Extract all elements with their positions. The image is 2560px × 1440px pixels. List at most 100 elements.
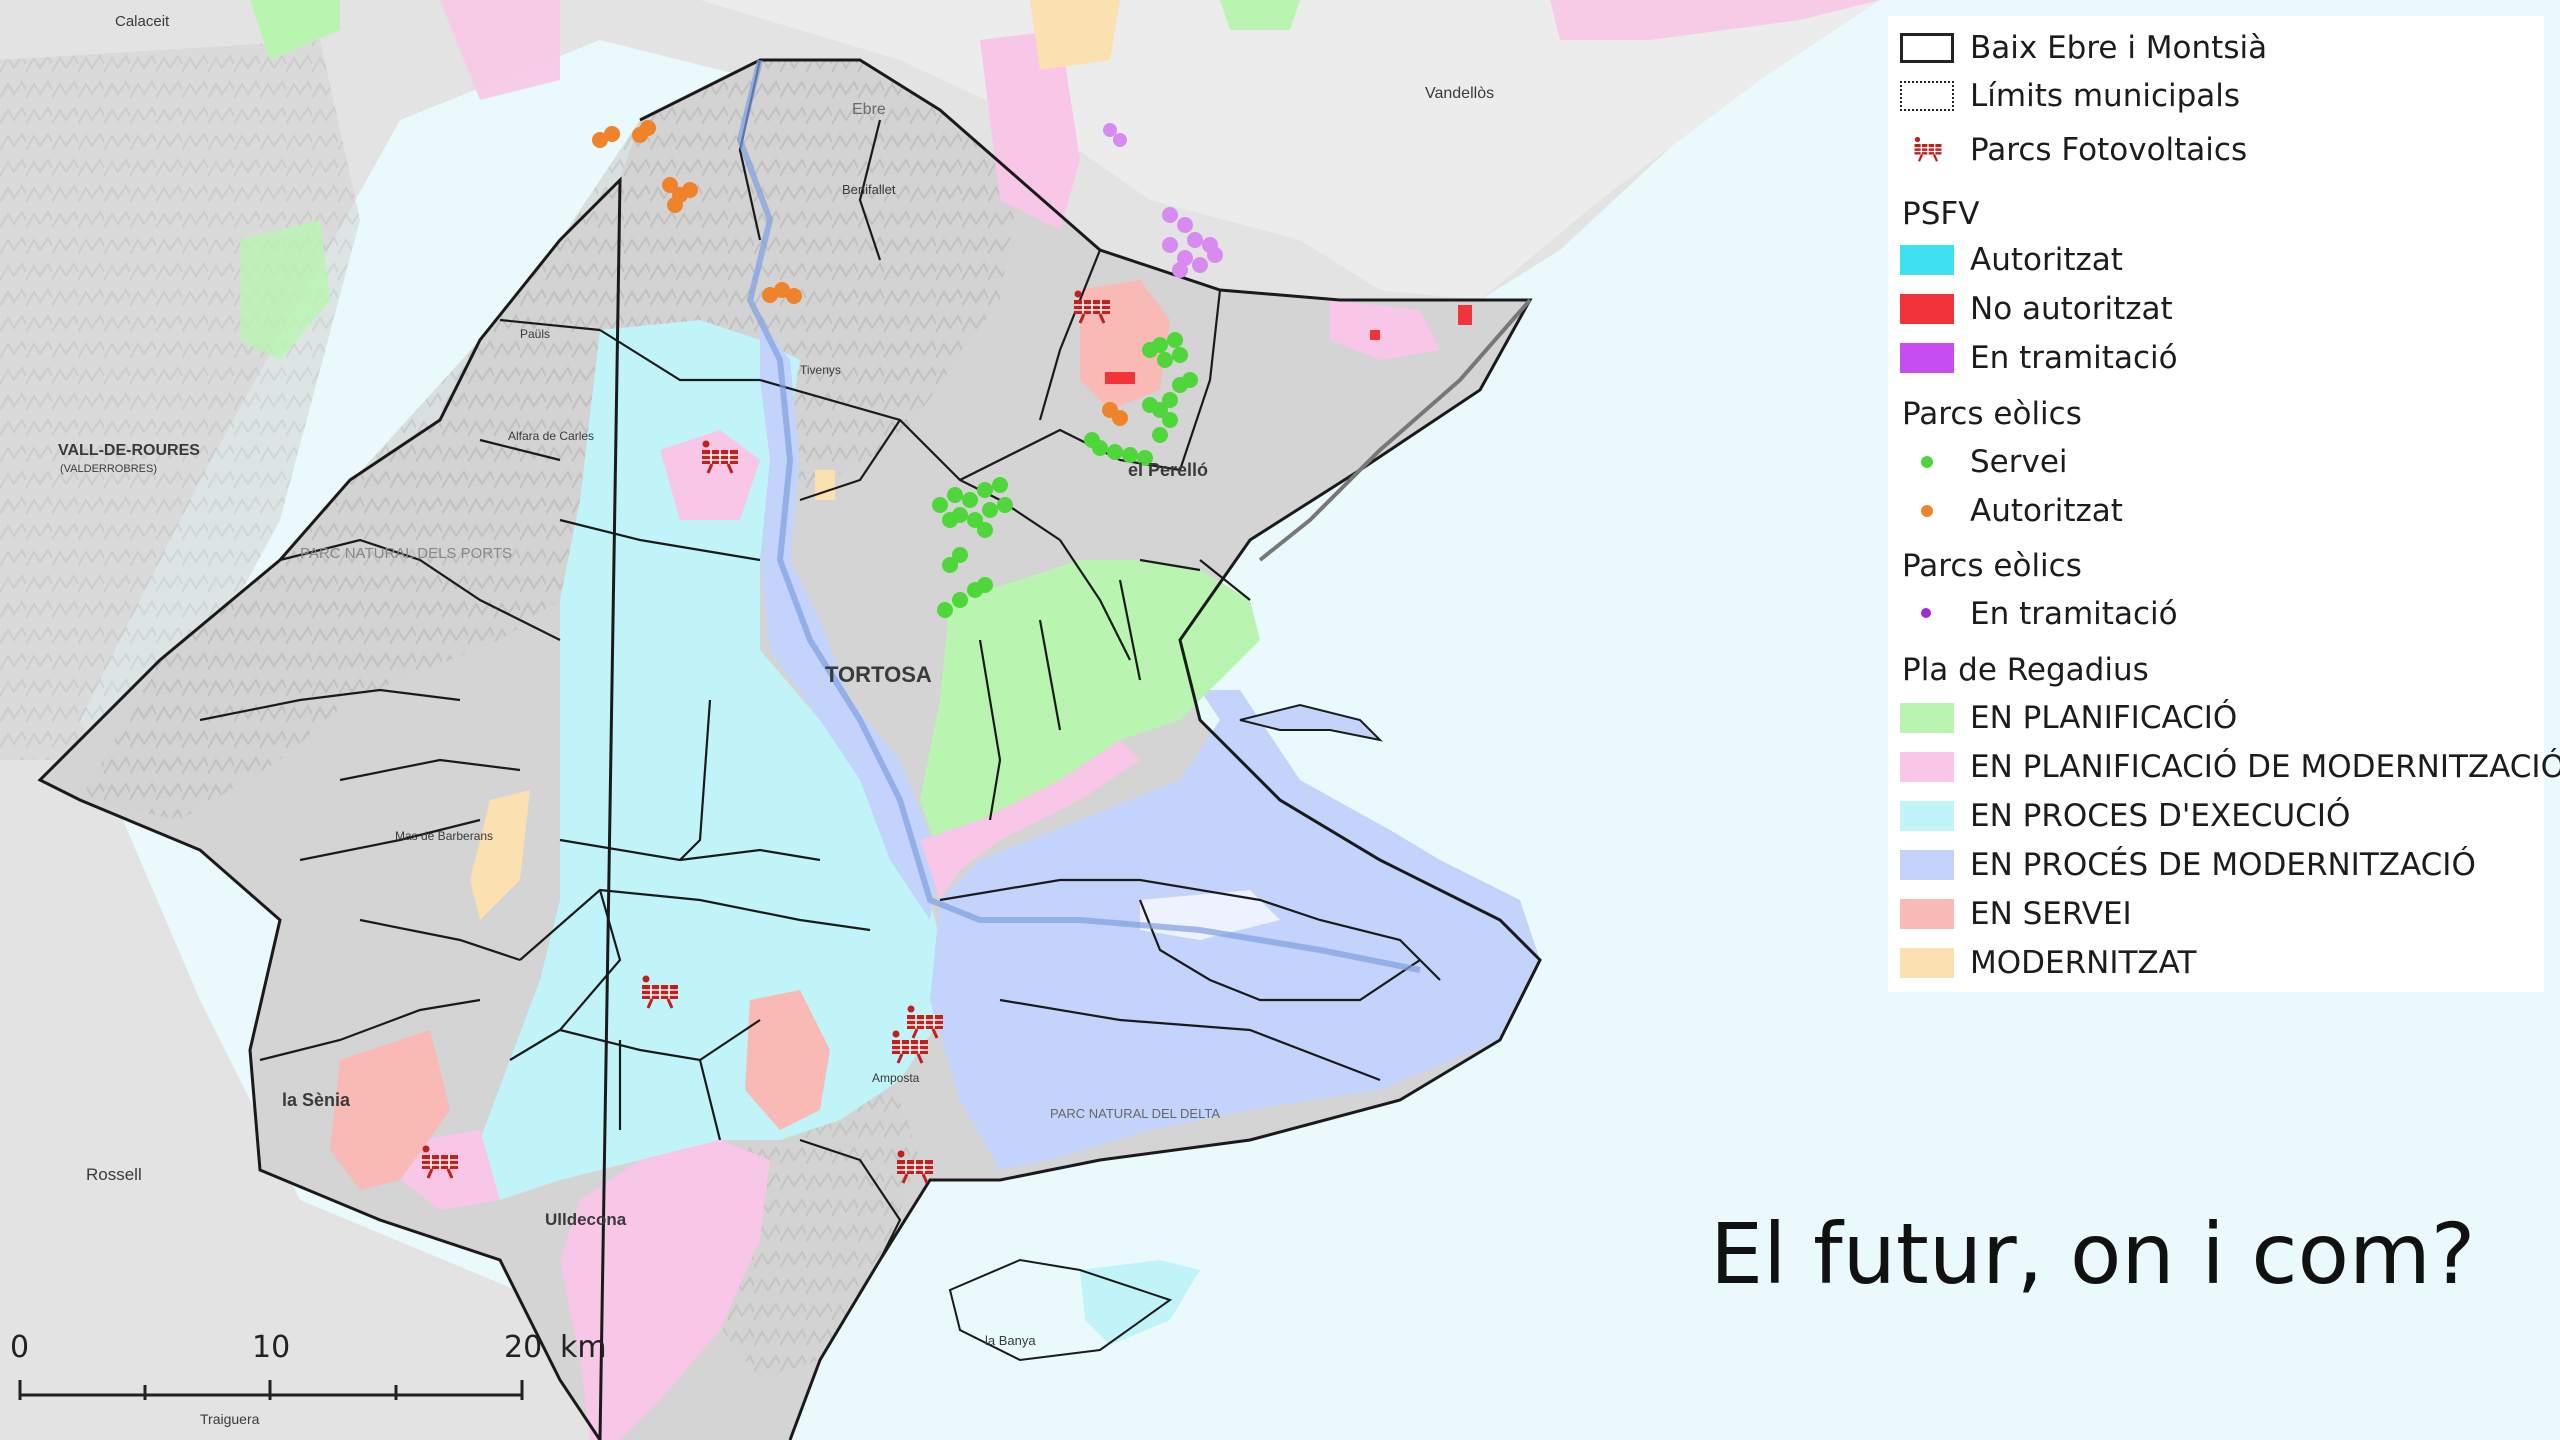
- legend-item-irr-execution: EN PROCES D'EXECUCIÓ: [1900, 796, 2350, 836]
- legend-label: Parcs Fotovoltaics: [1970, 132, 2248, 168]
- irrigation-planning-mod-coast: [1330, 300, 1440, 360]
- legend-label: Autoritzat: [1970, 242, 2123, 278]
- irrigation-modernized-1: [1030, 0, 1120, 70]
- irrigation-planning-ne: [1220, 0, 1300, 30]
- wind-parks-service: [932, 332, 1198, 618]
- legend-item-municipal: Límits municipals: [1900, 76, 2240, 116]
- psfv-not-authorized: [1105, 305, 1472, 384]
- irrigation-modernized-2: [470, 790, 530, 920]
- irrigation-modernized-3: [815, 470, 835, 500]
- legend-label: EN SERVEI: [1970, 896, 2132, 932]
- legend-item-psfv-not-authorized: No autoritzat: [1900, 289, 2173, 329]
- label-vandellos: Vandellòs: [1425, 85, 1494, 102]
- swatch: [1900, 343, 1954, 373]
- legend-heading-psfv: PSFV: [1902, 196, 1980, 232]
- swatch: [1900, 496, 1954, 526]
- label-calaceit: Calaceit: [115, 13, 170, 30]
- map-legend: Baix Ebre i Montsià Límits municipals Pa…: [1888, 16, 2560, 992]
- label-rossell: Rossell: [86, 1165, 142, 1184]
- swatch: [1900, 752, 1954, 782]
- scale-tick-20: 20: [504, 1330, 543, 1365]
- legend-item-irr-modernized: MODERNITZAT: [1900, 943, 2196, 983]
- irrigation-execution: [480, 320, 940, 1200]
- ebre-river: [736, 59, 1421, 973]
- solar-panel-icon: [1900, 135, 1954, 165]
- legend-item-irr-planning-mod: EN PLANIFICACIÓ DE MODERNITZACIÓ: [1900, 747, 2560, 787]
- wind-parks-processing: [1103, 123, 1223, 278]
- swatch: [1900, 245, 1954, 275]
- legend-label: En tramitació: [1970, 596, 2178, 632]
- municipal-boundaries: [199, 59, 1441, 1261]
- irrigation-planning-mod-north: [440, 0, 560, 100]
- label-valderrobres-sub: (VALDERROBRES): [60, 463, 157, 475]
- highway: [1258, 298, 1532, 562]
- swatch: [1900, 703, 1954, 733]
- label-la-banya: la Banya: [985, 1333, 1036, 1348]
- irrigation-service-senia: [330, 1030, 450, 1190]
- municipal-outline-swatch: [1900, 81, 1954, 111]
- legend-item-irr-planning: EN PLANIFICACIÓ: [1900, 698, 2237, 738]
- label-tivenys: Tivenys: [800, 363, 841, 377]
- region-outline: [37, 58, 1542, 1440]
- legend-label: Baix Ebre i Montsià: [1970, 30, 2268, 66]
- swatch: [1900, 850, 1954, 880]
- legend-label: No autoritzat: [1970, 291, 2173, 327]
- scale-bar: [18, 1380, 524, 1400]
- legend-label: EN PROCÉS DE MODERNITZACIÓ: [1970, 847, 2476, 883]
- label-valderrobres: VALL-DE-ROURES: [58, 442, 200, 459]
- swatch: [1900, 294, 1954, 324]
- label-senia: la Sènia: [282, 1090, 351, 1110]
- region-relief: [80, 60, 1020, 820]
- legend-item-psfv-processing: En tramitació: [1900, 338, 2178, 378]
- label-mas-barberans: Mas de Barberans: [395, 829, 493, 843]
- scale-tick-10: 10: [252, 1330, 291, 1365]
- legend-item-solar: Parcs Fotovoltaics: [1900, 130, 2247, 170]
- irrigation-planning-mod-tortosa: [920, 740, 1140, 900]
- legend-heading-wind: Parcs eòlics: [1902, 396, 2082, 432]
- legend-item-wind-service: Servei: [1900, 442, 2068, 482]
- irrigation-execution-delta: [1080, 1260, 1200, 1345]
- label-perello: el Perelló: [1128, 460, 1208, 480]
- place-labels: TORTOSA el Perelló la Sènia Ulldecona Ro…: [58, 13, 1494, 1427]
- swatch: [1900, 599, 1954, 629]
- wind-parks-authorized: [592, 120, 1128, 426]
- outside-relief: [0, 40, 360, 760]
- label-traiguera: Traiguera: [200, 1411, 260, 1427]
- swatch: [1900, 899, 1954, 929]
- region-outline-swatch: [1900, 33, 1954, 63]
- slide-title: El futur, on i com?: [1710, 1205, 2476, 1303]
- legend-label: EN PLANIFICACIÓ: [1970, 700, 2238, 736]
- irrigation-planning-north: [250, 0, 340, 60]
- label-parc-ports: PARC NATURAL DELS PORTS: [300, 545, 512, 562]
- scale-tick-0: 0: [10, 1330, 30, 1365]
- label-ulldecona: Ulldecona: [545, 1210, 627, 1229]
- label-tortosa: TORTOSA: [825, 662, 932, 687]
- scale-unit: km: [560, 1330, 607, 1365]
- legend-label: EN PROCES D'EXECUCIÓ: [1970, 798, 2351, 834]
- irrigation-modernization-river: [760, 320, 940, 920]
- delta-spit-north: [1239, 703, 1384, 742]
- label-natural-delta: PARC NATURAL DEL DELTA: [1050, 1106, 1220, 1121]
- irrigation-planning-west: [240, 220, 330, 360]
- legend-item-irr-service: EN SERVEI: [1900, 894, 2132, 934]
- swatch: [1900, 801, 1954, 831]
- irrigation-planning-mod-south: [560, 1140, 770, 1440]
- legend-label: MODERNITZAT: [1970, 945, 2197, 981]
- legend-item-wind-authorized: Autoritzat: [1900, 491, 2123, 531]
- label-alfara: Alfara de Carles: [508, 429, 594, 443]
- irrigation-planning: [920, 560, 1260, 860]
- legend-item-irr-mod-process: EN PROCÉS DE MODERNITZACIÓ: [1900, 845, 2476, 885]
- label-amposta: Amposta: [872, 1071, 920, 1085]
- label-benifallet: Benifallet: [842, 182, 896, 197]
- label-pauls: Paüls: [520, 327, 550, 341]
- irrigation-service-central: [745, 990, 830, 1130]
- legend-label: Servei: [1970, 444, 2068, 480]
- swatch: [1900, 447, 1954, 477]
- legend-heading-irrigation: Pla de Regadius: [1902, 652, 2149, 688]
- swatch: [1900, 948, 1954, 978]
- legend-heading-wind-2: Parcs eòlics: [1902, 548, 2082, 584]
- irrigation-planning-mod-north2: [1550, 0, 1880, 40]
- legend-label: En tramitació: [1970, 340, 2178, 376]
- label-ebre: Ebre: [852, 101, 886, 118]
